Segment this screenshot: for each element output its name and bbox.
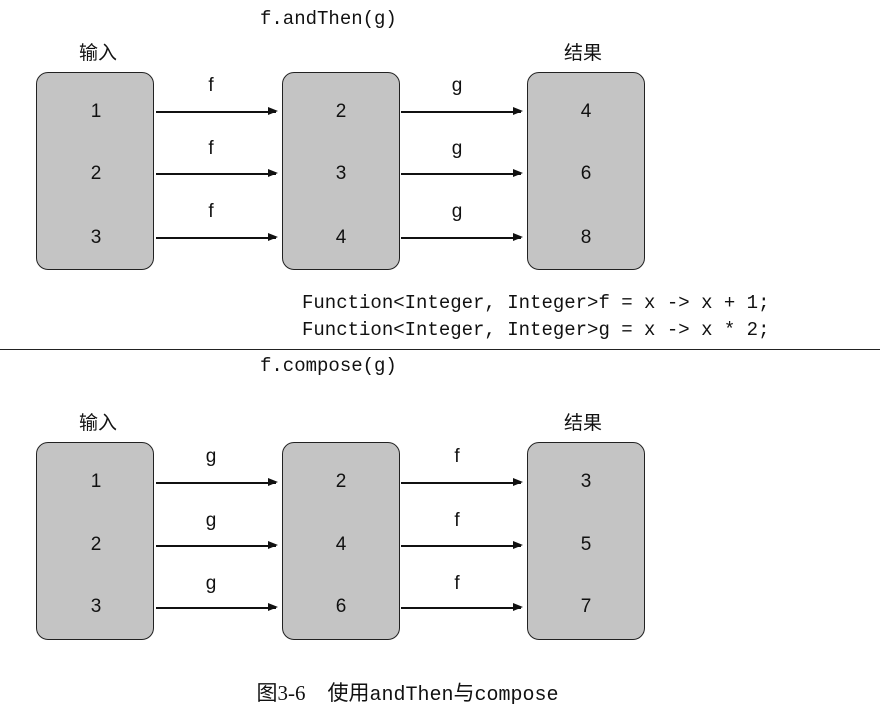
bottom-arrow-label: g <box>205 510 217 531</box>
top-result-value: 8 <box>580 227 592 248</box>
bottom-arrow-label: f <box>454 510 460 531</box>
top-input-box <box>36 72 154 270</box>
bottom-input-label: 输入 <box>79 413 118 434</box>
divider <box>0 349 880 350</box>
bottom-result-label: 结果 <box>564 413 603 434</box>
arrow <box>156 170 278 176</box>
arrow <box>401 604 523 610</box>
figure-caption: 图3-6 使用andThen与compose <box>246 652 559 707</box>
caption-figure-number: 图3-6 <box>256 681 306 705</box>
code-line-g: Function<Integer, Integer>g = x -> x * 2… <box>302 319 770 341</box>
top-arrow-label: g <box>451 201 463 222</box>
bottom-mid-box <box>282 442 400 640</box>
bottom-arrow-label: f <box>454 573 460 594</box>
bottom-mid-value: 2 <box>335 471 347 492</box>
arrow <box>401 108 523 114</box>
bottom-input-value: 1 <box>90 471 102 492</box>
top-arrow-label: f <box>208 138 214 159</box>
bottom-mid-value: 6 <box>335 596 347 617</box>
arrow <box>156 542 278 548</box>
top-result-value: 4 <box>580 101 592 122</box>
bottom-arrow-label: f <box>454 446 460 467</box>
bottom-result-value: 3 <box>580 471 592 492</box>
bottom-input-box <box>36 442 154 640</box>
top-result-value: 6 <box>580 163 592 184</box>
bottom-input-value: 3 <box>90 596 102 617</box>
arrow <box>156 604 278 610</box>
arrow <box>156 234 278 240</box>
arrow <box>401 479 523 485</box>
top-mid-value: 3 <box>335 163 347 184</box>
arrow <box>401 542 523 548</box>
top-title: f.andThen(g) <box>260 8 397 30</box>
bottom-input-value: 2 <box>90 534 102 555</box>
top-input-value: 3 <box>90 227 102 248</box>
bottom-result-box <box>527 442 645 640</box>
bottom-result-value: 7 <box>580 596 592 617</box>
caption-text-and: 与 <box>453 681 475 705</box>
arrow <box>401 170 523 176</box>
caption-text-use: 使用 <box>327 681 370 705</box>
code-line-f: Function<Integer, Integer>f = x -> x + 1… <box>302 292 770 314</box>
arrow <box>156 479 278 485</box>
bottom-result-value: 5 <box>580 534 592 555</box>
top-input-value: 2 <box>90 163 102 184</box>
top-result-box <box>527 72 645 270</box>
caption-code-compose: compose <box>474 684 559 707</box>
bottom-arrow-label: g <box>205 446 217 467</box>
top-mid-box <box>282 72 400 270</box>
top-arrow-label: f <box>208 75 214 96</box>
top-input-label: 输入 <box>79 43 118 64</box>
top-input-value: 1 <box>90 101 102 122</box>
top-mid-value: 4 <box>335 227 347 248</box>
bottom-title: f.compose(g) <box>260 355 397 377</box>
bottom-arrow-label: g <box>205 573 217 594</box>
top-mid-value: 2 <box>335 101 347 122</box>
top-arrow-label: f <box>208 201 214 222</box>
top-arrow-label: g <box>451 138 463 159</box>
caption-code-andthen: andThen <box>369 684 454 707</box>
top-arrow-label: g <box>451 75 463 96</box>
bottom-mid-value: 4 <box>335 534 347 555</box>
top-result-label: 结果 <box>564 43 603 64</box>
arrow <box>156 108 278 114</box>
arrow <box>401 234 523 240</box>
